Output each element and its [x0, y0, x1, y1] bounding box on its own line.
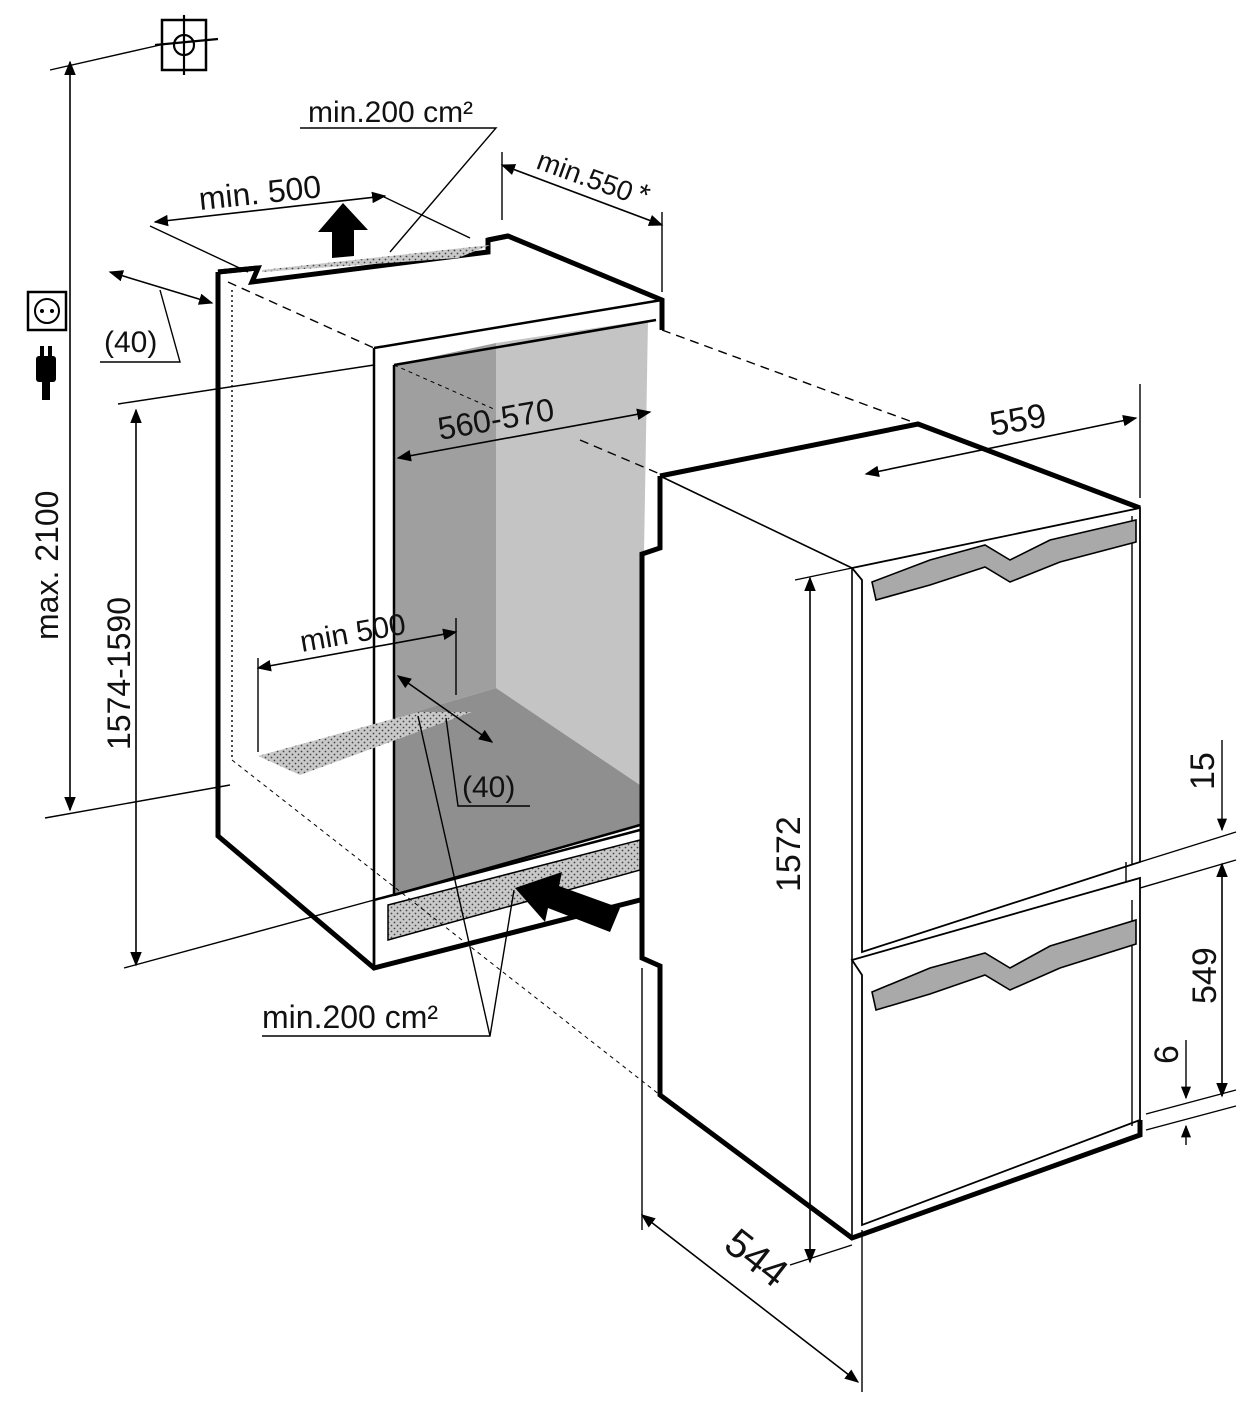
door-gap-bottom-label: 6	[1148, 1045, 1186, 1064]
lower-door-handle	[871, 918, 1137, 1012]
top-vent-opening	[262, 245, 490, 272]
niche-left-wall	[394, 343, 496, 718]
lower-door-height-label: 549	[1186, 947, 1224, 1004]
niche-depth-label: min.550	[533, 145, 637, 208]
appliance-width-label: 559	[987, 397, 1049, 444]
appliance-height-label: 1572	[770, 816, 808, 892]
top-vent-width-label: min. 500	[197, 168, 323, 217]
appliance-depth-label: 544	[716, 1220, 796, 1296]
rear-gap-bottom-label: (40)	[462, 771, 515, 804]
water-connection-icon	[154, 15, 219, 75]
niche-height-label: 1574-1590	[101, 597, 137, 750]
top-vent-area-label: min.200 cm²	[308, 96, 473, 129]
power-socket-icon	[26, 290, 68, 332]
power-plug-icon	[36, 346, 56, 400]
bottom-airflow-arrow	[515, 872, 620, 932]
appliance-fridge	[639, 421, 1143, 1241]
niche-cabinet	[215, 233, 919, 1096]
rear-gap-top-label: (40)	[104, 326, 157, 359]
dimension-lines	[44, 44, 1237, 1392]
max-height-label: max. 2100	[29, 491, 65, 640]
upper-door	[850, 506, 1141, 954]
door-gap-top-label: 15	[1184, 752, 1222, 790]
upper-door-handle	[871, 518, 1137, 601]
top-airflow-arrow	[318, 203, 368, 258]
bottom-vent-area-label: min.200 cm²	[262, 999, 438, 1035]
